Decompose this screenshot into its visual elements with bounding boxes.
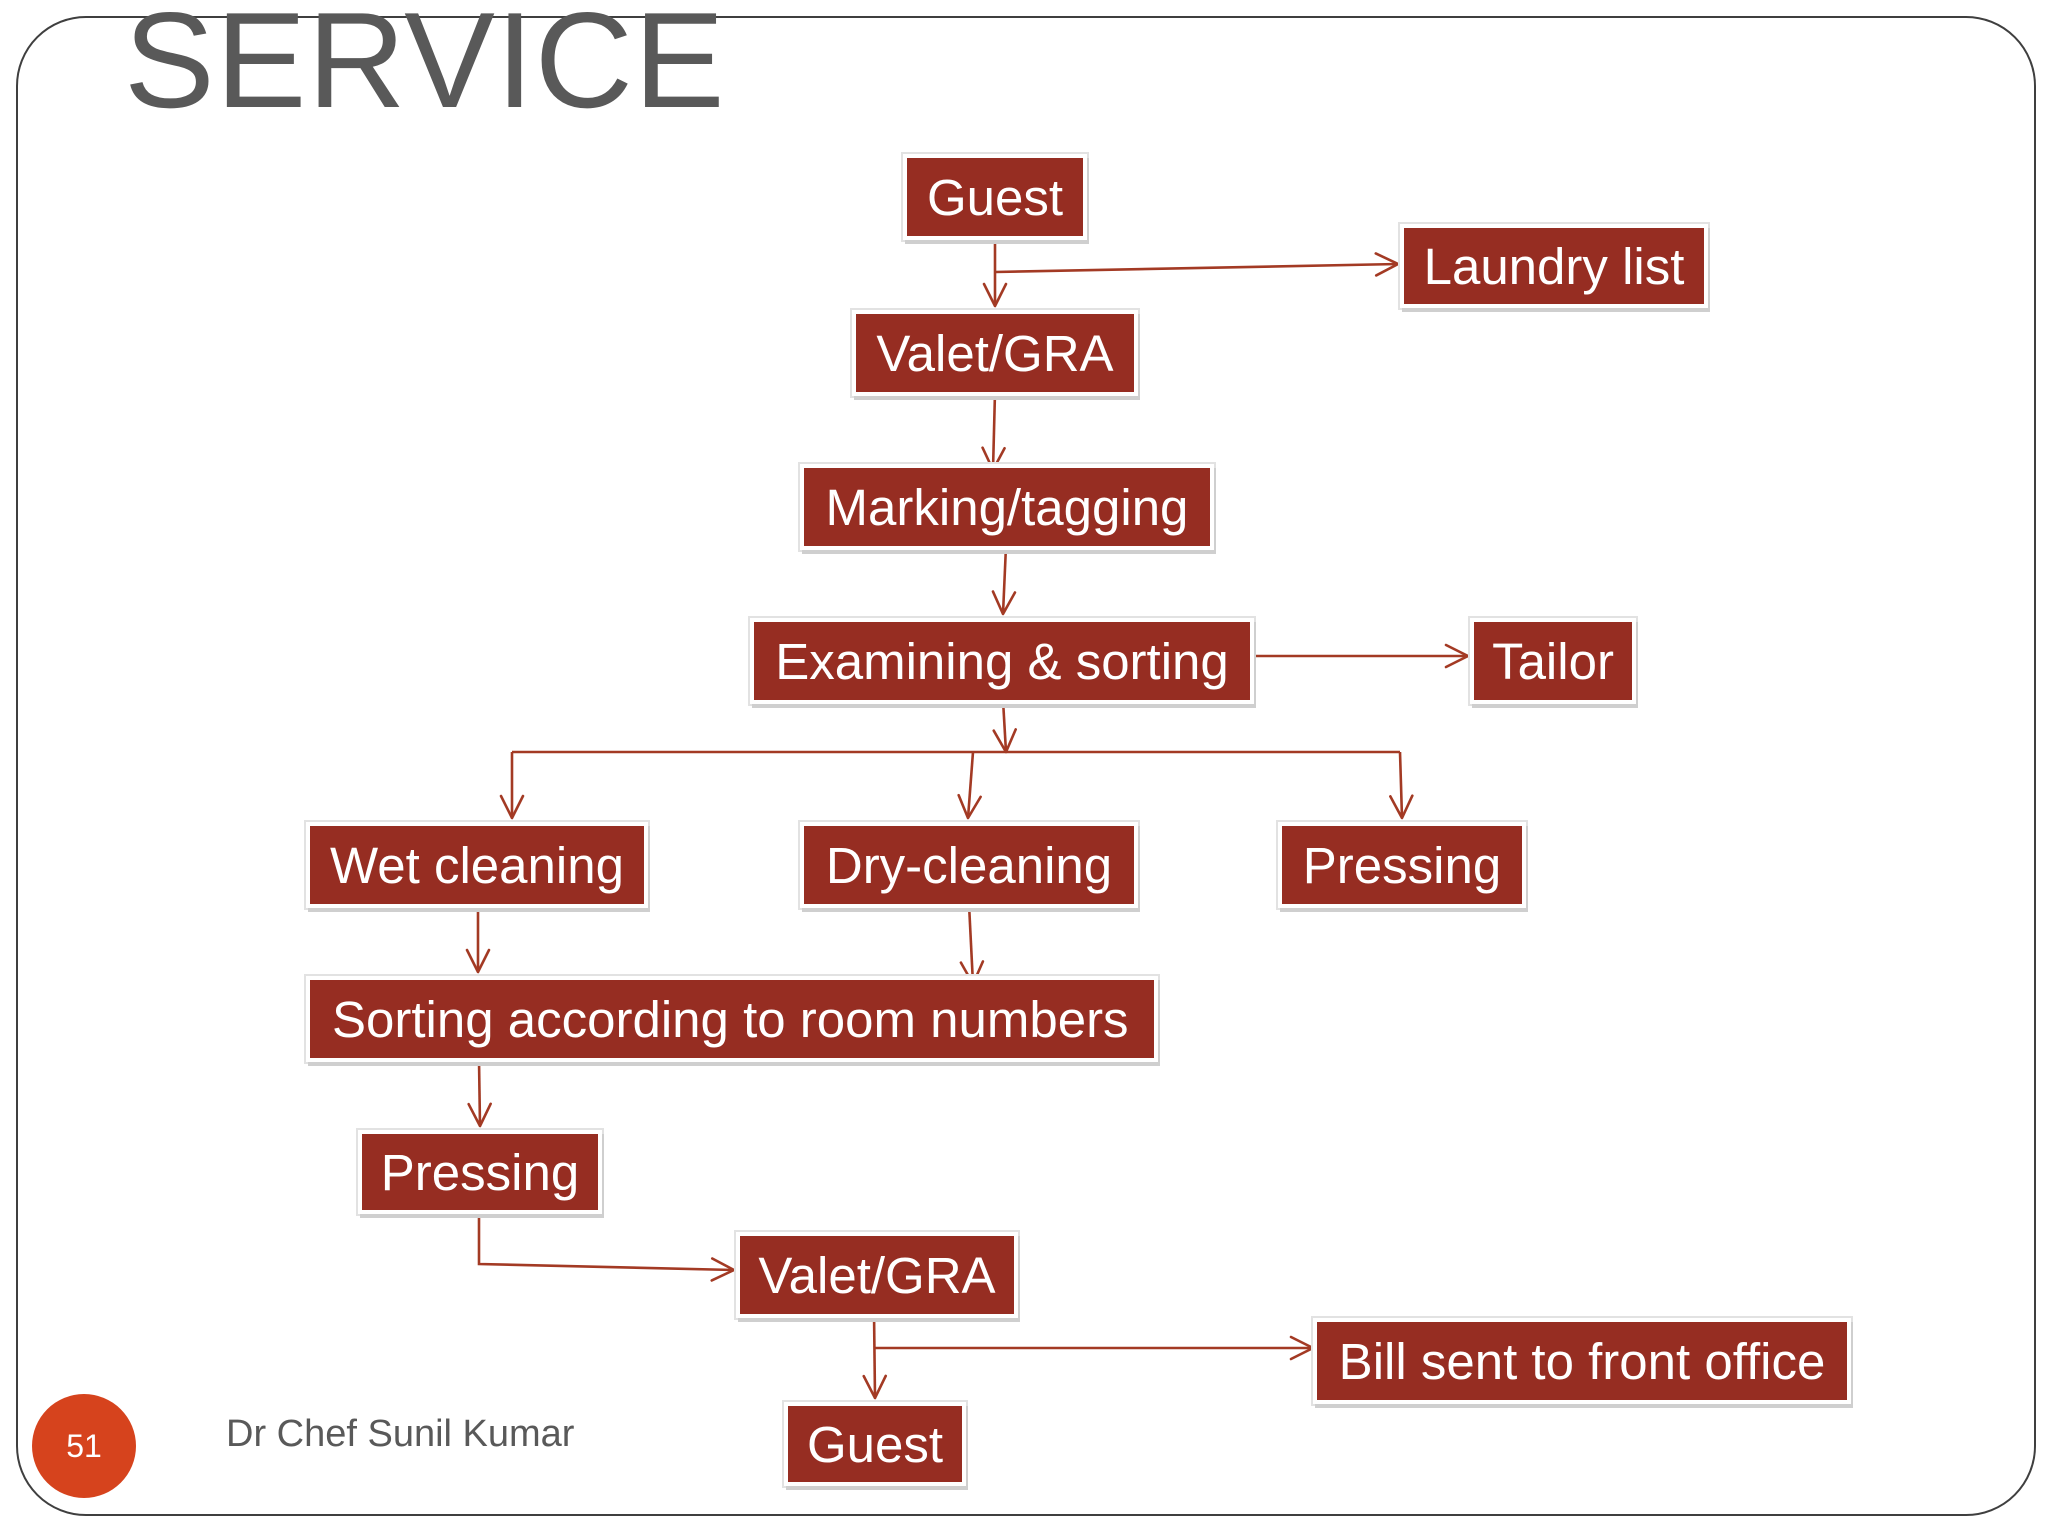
arrow-split-to-dry-cleaning: [957, 751, 982, 820]
node-pressing-lower: Pressing: [358, 1130, 602, 1214]
node-guest-bottom: Guest: [784, 1402, 966, 1486]
node-bill-front-office: Bill sent to front office: [1313, 1318, 1851, 1404]
node-pressing-right: Pressing: [1278, 822, 1526, 908]
arrow-marking-to-examining: [991, 545, 1017, 616]
arrow-valet-to-guest: [862, 1311, 888, 1400]
arrow-split-to-pressing: [1389, 751, 1414, 820]
node-valet-gra-bottom: Valet/GRA: [736, 1232, 1018, 1318]
node-tailor: Tailor: [1470, 618, 1636, 704]
arrow-dry-to-sorting: [959, 903, 985, 986]
node-dry-cleaning: Dry-cleaning: [800, 822, 1138, 908]
arrow-examining-to-split: [992, 699, 1018, 754]
node-laundry-list: Laundry list: [1400, 224, 1708, 308]
node-marking-tagging: Marking/tagging: [800, 464, 1214, 550]
arrow-guest-to-laundry-list: [994, 252, 1400, 277]
arrow-pressing-to-valet: [477, 1210, 736, 1282]
author-footer: Dr Chef Sunil Kumar: [226, 1413, 575, 1455]
node-guest-top: Guest: [903, 154, 1087, 240]
slide-title: SERVICE: [124, 0, 726, 136]
node-wet-cleaning: Wet cleaning: [306, 822, 648, 908]
arrow-valet-to-marking: [981, 391, 1006, 472]
slide-number-badge: 51: [32, 1394, 136, 1498]
node-examining-sorting: Examining & sorting: [750, 618, 1254, 704]
node-valet-gra-top: Valet/GRA: [852, 310, 1138, 396]
arrow-sorting-to-pressing: [467, 1059, 492, 1128]
node-sorting-room-numbers: Sorting according to room numbers: [306, 976, 1158, 1062]
